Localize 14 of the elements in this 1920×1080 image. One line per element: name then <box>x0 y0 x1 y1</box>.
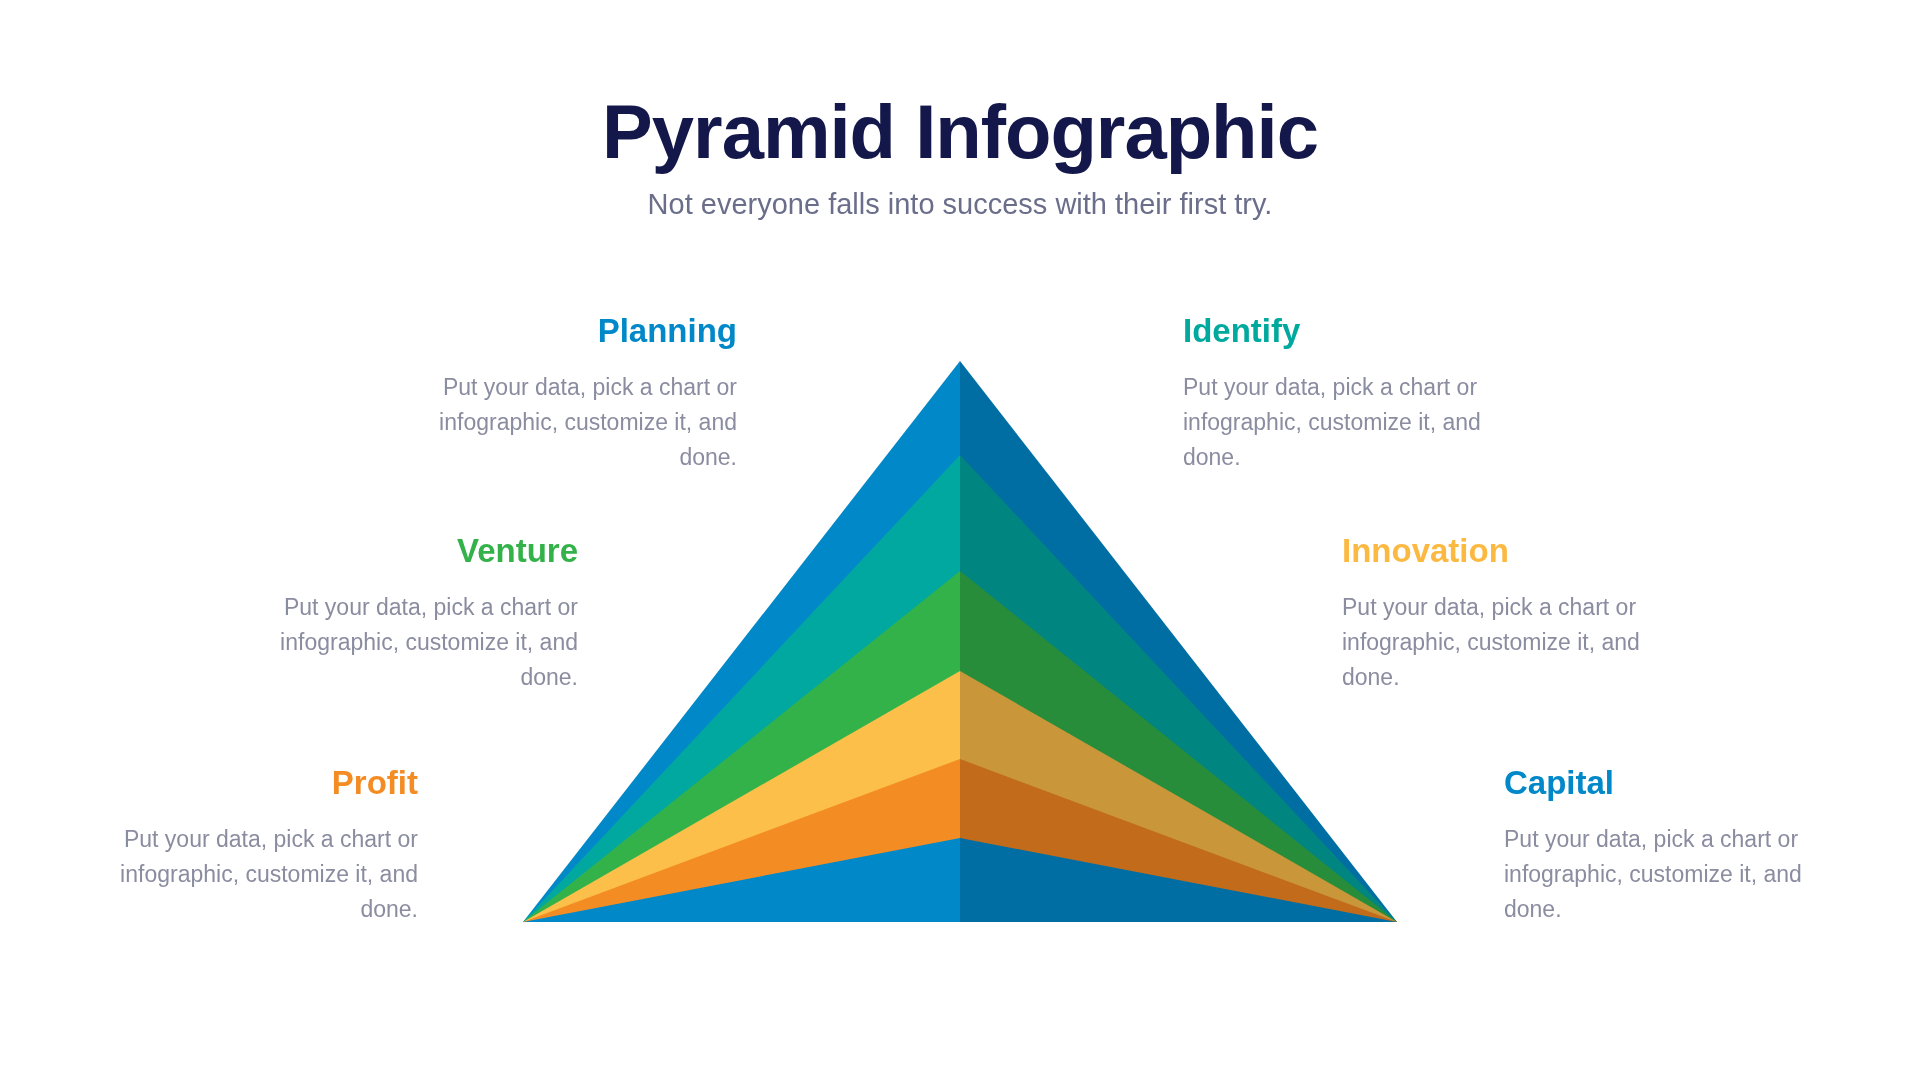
step-heading: Venture <box>455 532 578 570</box>
step-heading: Identify <box>1183 312 1302 350</box>
step-description: Put your data, pick a chart or infographic, customize it, and done. <box>119 825 418 924</box>
title: Pyramid Infographic <box>601 88 1319 175</box>
step-description: Put your data, pick a chart or infographic, customize it, and done. <box>438 373 737 472</box>
step-description: Put your data, pick a chart or infographic, customize it, and done. <box>279 593 578 692</box>
step-heading: Innovation <box>1342 532 1510 570</box>
step-description: Put your data, pick a chart or infographic, customize it, and done. <box>1342 593 1641 692</box>
subtitle: Not everyone falls into success with their first try. <box>646 188 1274 221</box>
step-heading: Profit <box>330 764 418 802</box>
step-description: Put your data, pick a chart or infographic, customize it, and done. <box>1504 825 1803 924</box>
step-heading: Planning <box>596 312 737 350</box>
step-description: Put your data, pick a chart or infographic, customize it, and done. <box>1183 373 1482 472</box>
step-heading: Capital <box>1504 764 1616 802</box>
